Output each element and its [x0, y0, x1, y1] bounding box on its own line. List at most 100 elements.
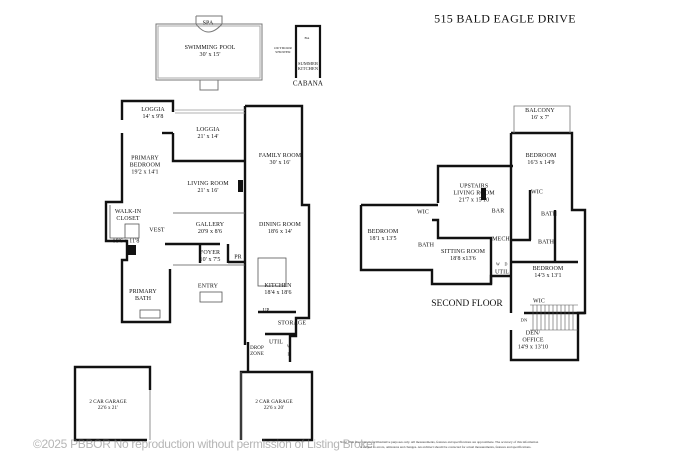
room-name: PRIMARY	[129, 289, 157, 295]
label-line: SUMMER	[297, 61, 319, 66]
label-pr: PR	[234, 254, 242, 261]
disclaimer-line: Note: This floor plan is for illustrativ…	[340, 440, 539, 444]
room-name: PRIMARY	[131, 155, 159, 162]
room-size: 21'7 x 15'10	[458, 197, 490, 204]
room-name: 2 CAR GARAGE	[89, 400, 127, 405]
first-floor-interior	[109, 109, 287, 319]
label-util-2: UTIL	[494, 269, 510, 276]
label-vest: VEST	[149, 227, 165, 234]
property-title: 515 BALD EAGLE DRIVE	[434, 11, 576, 26]
label-storage: STORAGE	[277, 320, 307, 327]
room-size: 14' x 9'8	[142, 114, 164, 120]
room-name: CLOSET	[116, 216, 140, 222]
room-name: SWIMMING POOL	[184, 45, 236, 51]
room-size: 18'6 x 14'	[267, 229, 293, 235]
room-name: 2 CAR GARAGE	[255, 400, 293, 405]
label-bath-right-mid: BATH	[537, 239, 555, 246]
label-dryer-2: D	[504, 261, 508, 267]
room-name: DINING ROOM	[259, 222, 301, 228]
label-line: OUTDOOR	[274, 46, 292, 50]
label-washer-2: W	[496, 261, 500, 267]
garage-doors	[149, 372, 242, 440]
disclaimer-line: is subject to errors, omissions and chan…	[360, 444, 532, 449]
room-name: BEDROOM	[367, 229, 399, 235]
room-size: 14'3 x 13'1	[534, 273, 562, 279]
room-size: 22'6 x 21'	[97, 406, 119, 411]
room-name: BEDROOM	[532, 266, 564, 272]
label-line: KITCHEN	[297, 66, 319, 71]
label-wic-bottom: WIC	[533, 298, 545, 305]
room-name: ZONE	[250, 352, 264, 357]
room-size: 10' x 7'5	[199, 257, 221, 263]
room-size: 22'6 x 20'	[263, 406, 285, 411]
room-size: 18'1 x 13'5	[369, 236, 397, 242]
label-spa: SPA	[202, 20, 214, 27]
watermark: ©2025 PBBOR No reproduction without perm…	[33, 437, 377, 451]
room-size: 14'9 x 13'10	[517, 344, 549, 351]
room-name: BATH	[134, 296, 152, 302]
room-name: SITTING ROOM	[440, 249, 486, 255]
label-util: UTIL	[268, 339, 284, 346]
room-size: 30' x 15'	[199, 52, 221, 58]
label-wic-right-top: WIC	[531, 189, 543, 196]
room-name: FAMILY ROOM	[258, 153, 302, 159]
first-floor-walls	[104, 99, 311, 372]
room-name: GALLERY	[195, 222, 225, 228]
cabana-walls	[294, 24, 322, 78]
upstairs-fireplace	[481, 188, 486, 200]
room-size: 30' x 16'	[269, 160, 291, 166]
label-stairs-down: DN	[520, 317, 528, 323]
label-washer: W	[287, 343, 291, 349]
room-name: LOGGIA	[196, 127, 220, 133]
label-entry: ENTRY	[197, 283, 219, 290]
room-name: BALCONY	[525, 108, 555, 114]
label-ba: BA	[304, 36, 310, 40]
room-name: BEDROOM	[129, 162, 161, 169]
room-size: 21' x 14'	[197, 134, 219, 140]
label-bar: BAR	[491, 208, 505, 215]
room-size: 18'8 x13'6	[450, 256, 476, 262]
label-mech: MECH	[492, 236, 510, 243]
fireplace-block	[128, 245, 136, 255]
label-line: SHOWER	[275, 50, 291, 54]
room-name: DROP	[250, 346, 264, 351]
label-bath-left: BATH	[417, 242, 435, 249]
room-name: WALK-IN	[114, 209, 142, 215]
room-name: UPSTAIRS	[459, 183, 489, 190]
room-name: LIVING ROOM	[187, 181, 229, 187]
swimming-pool	[155, 15, 263, 91]
second-floor-label: SECOND FLOOR	[431, 299, 503, 309]
stairs	[530, 304, 578, 331]
room-size: 16'3 x 14'9	[527, 160, 555, 166]
room-size: 19'2 x 14'1	[131, 169, 159, 176]
second-floor-walls	[359, 131, 587, 362]
room-name: DEN/	[525, 330, 541, 337]
label-bath-right-top: BATH	[540, 211, 558, 218]
room-size: 21' x 16'	[197, 188, 219, 194]
room-name: LIVING ROOM	[453, 190, 495, 197]
room-name: OFFICE	[522, 337, 544, 344]
label-cabana: CABANA	[292, 79, 324, 88]
